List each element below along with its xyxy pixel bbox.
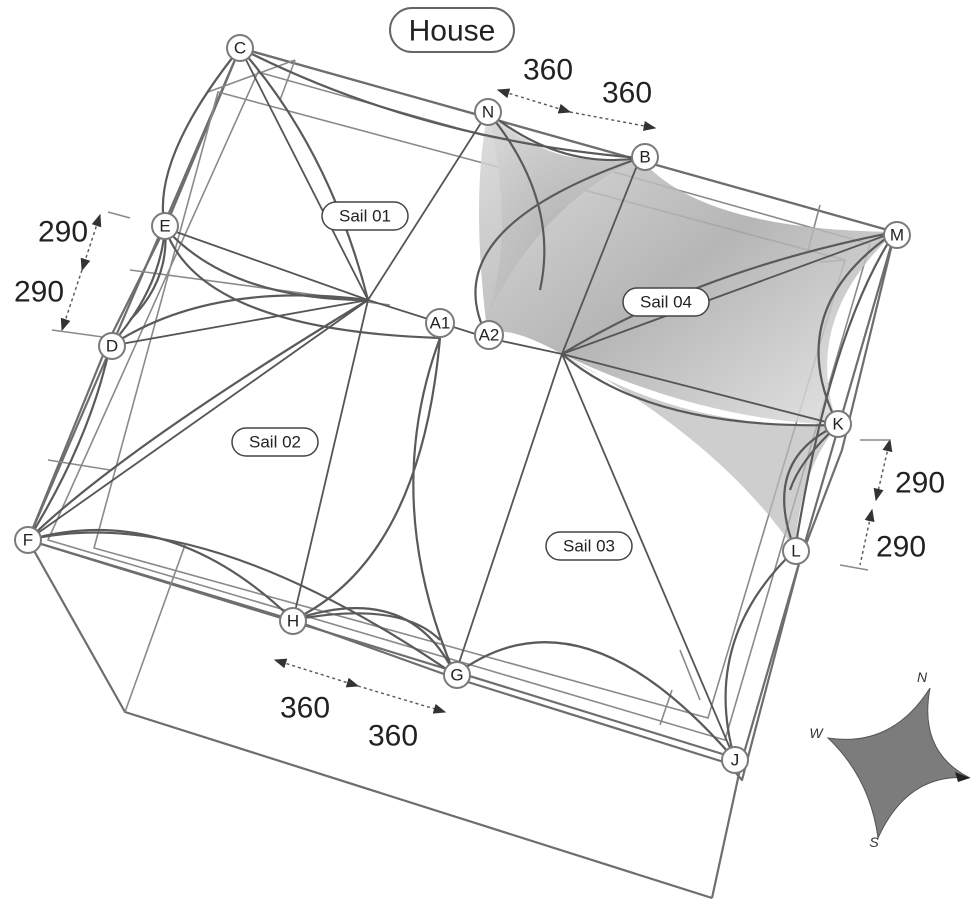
node-d: D [98,332,126,360]
svg-text:K: K [832,415,844,434]
sail-04-text: Sail 04 [640,293,692,312]
svg-text:N: N [482,103,494,122]
node-n: N [474,98,502,126]
sail-edges [27,47,896,761]
svg-text:D: D [106,337,118,356]
sail-01-label: Sail 01 [321,201,409,231]
dim-top-left: 360 [523,54,573,87]
node-e: E [151,212,179,240]
dim-left-upper: 290 [38,216,88,249]
svg-text:A1: A1 [430,314,451,333]
node-h: H [279,607,307,635]
compass-west: W [809,725,824,741]
node-g: G [443,661,471,689]
sail-02-text: Sail 02 [249,433,301,452]
svg-text:M: M [890,226,904,245]
dim-left-lower: 290 [14,276,64,309]
svg-text:L: L [791,542,800,561]
page-title: House [409,15,496,48]
node-a2: A2 [474,320,504,350]
node-f: F [14,526,42,554]
node-l: L [782,537,810,565]
svg-text:A2: A2 [479,326,500,345]
dimension-lines [51,88,893,714]
svg-text:H: H [287,612,299,631]
sail-03-text: Sail 03 [563,537,615,556]
dim-top-right: 360 [602,77,652,110]
node-c: C [226,34,254,62]
compass-south: S [869,834,879,850]
node-m: M [883,221,911,249]
title-house: House [389,7,515,53]
dim-bottom-right: 360 [368,720,418,753]
sail-04-label: Sail 04 [622,287,710,317]
dim-right-upper: 290 [895,467,945,500]
sail-03-label: Sail 03 [545,531,633,561]
compass-icon: N W S [809,669,971,850]
sail-04-shape [478,112,895,550]
compass-north: N [917,669,928,685]
sail-01-text: Sail 01 [339,207,391,226]
svg-text:C: C [234,39,246,58]
svg-text:B: B [639,148,650,167]
tension-lines [27,47,896,761]
dim-right-lower: 290 [876,531,926,564]
node-a1: A1 [425,308,455,338]
dim-bottom-left: 360 [280,692,330,725]
svg-text:F: F [23,531,33,550]
node-j: J [721,746,749,774]
node-k: K [824,410,852,438]
node-b: B [631,143,659,171]
svg-text:G: G [450,666,463,685]
svg-text:J: J [731,751,740,770]
sail-02-label: Sail 02 [231,427,319,457]
svg-text:E: E [159,217,170,236]
